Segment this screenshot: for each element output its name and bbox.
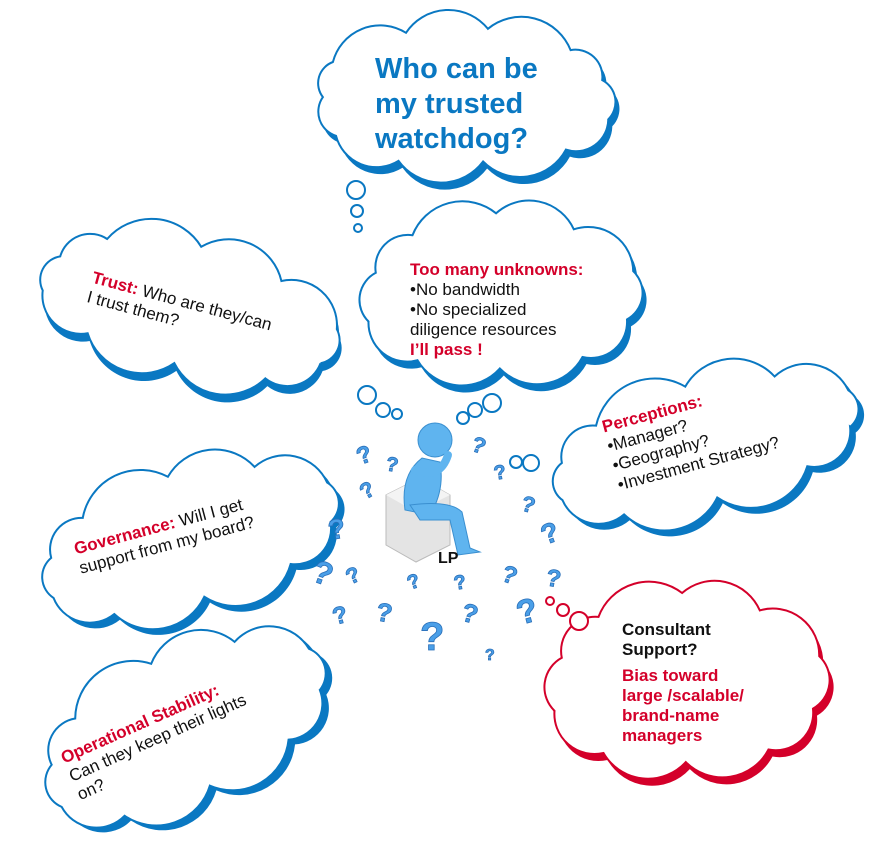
thought-bubble [353,223,363,233]
question-mark-icon: ? [492,461,508,485]
consultant-text: Consultant Support? Bias toward large /s… [622,620,744,746]
consultant-line: managers [622,726,703,745]
thought-bubble [350,204,364,218]
question-mark-icon: ? [420,615,444,659]
consultant-line: brand-name [622,706,720,725]
consultant-label: Consultant [622,620,711,639]
question-mark-icon: ? [458,597,481,630]
consultant-line: Bias toward [622,666,719,685]
question-mark-icon: ? [404,570,423,595]
question-mark-icon: ? [342,561,365,589]
perceptions-cloud-outline [551,357,860,532]
question-mark-icon: ? [452,571,468,595]
thought-bubble [346,180,366,200]
unknowns-conclusion: I’ll pass ! [410,340,483,359]
question-mark-icon: ? [544,564,563,593]
consultant-cloud-outline [543,579,831,780]
question-mark-icon: ? [468,431,489,459]
thought-bubble [509,455,523,469]
thought-bubble [569,611,589,631]
main-question-line: Who can be [375,53,538,85]
lp-label: LP [438,550,459,567]
thought-bubble [357,385,377,405]
figure-head [417,422,453,458]
question-mark-icon: ? [355,476,379,504]
main-question-line: watchdog? [375,123,529,155]
main-question-cloud [317,8,620,190]
consultant-cloud [543,579,834,786]
unknowns-item: diligence resources [410,320,557,339]
thought-bubble [456,411,470,425]
main-question: Who can be my trusted watchdog? [375,52,538,157]
unknowns-item: •No specialized [410,300,527,319]
unknowns-cloud [358,199,647,393]
governance-cloud [41,448,345,635]
thought-bubble [545,596,555,606]
question-mark-icon: ? [384,453,400,477]
question-mark-icon: ? [536,516,563,551]
perceptions-cloud [551,357,865,537]
question-mark-icon: ? [485,647,495,664]
trust-cloud-outline [39,217,341,396]
consultant-label: Support? [622,640,698,659]
unknowns-item: •No bandwidth [410,280,520,299]
question-mark-icon: ? [519,491,538,519]
question-mark-icon: ? [308,553,339,594]
thought-bubble [467,402,483,418]
unknowns-label: Too many unknowns: [410,260,584,279]
question-mark-icon: ? [498,560,521,590]
thought-bubble [556,603,570,617]
operational-cloud-outline [44,625,327,829]
trust-cloud [39,217,342,403]
figure-arm [411,451,452,477]
thought-bubble [375,402,391,418]
governance-cloud-outline [41,448,340,631]
question-mark-icon: ? [330,601,351,631]
thought-bubble [391,408,403,420]
question-mark-icon: ? [374,596,395,628]
thought-bubble [482,393,502,413]
unknowns-text: Too many unknowns: •No bandwidth •No spe… [410,260,583,360]
unknowns-cloud-outline [358,199,644,387]
operational-cloud [44,625,333,833]
thought-bubble [522,454,540,472]
main-question-cloud-outline [317,8,617,184]
figure-legs [409,503,482,556]
consultant-line: large /scalable/ [622,686,744,705]
main-question-line: my trusted [375,88,524,120]
question-mark-icon: ? [326,512,348,546]
question-mark-icon: ? [512,591,542,633]
question-mark-icon: ? [353,440,376,470]
